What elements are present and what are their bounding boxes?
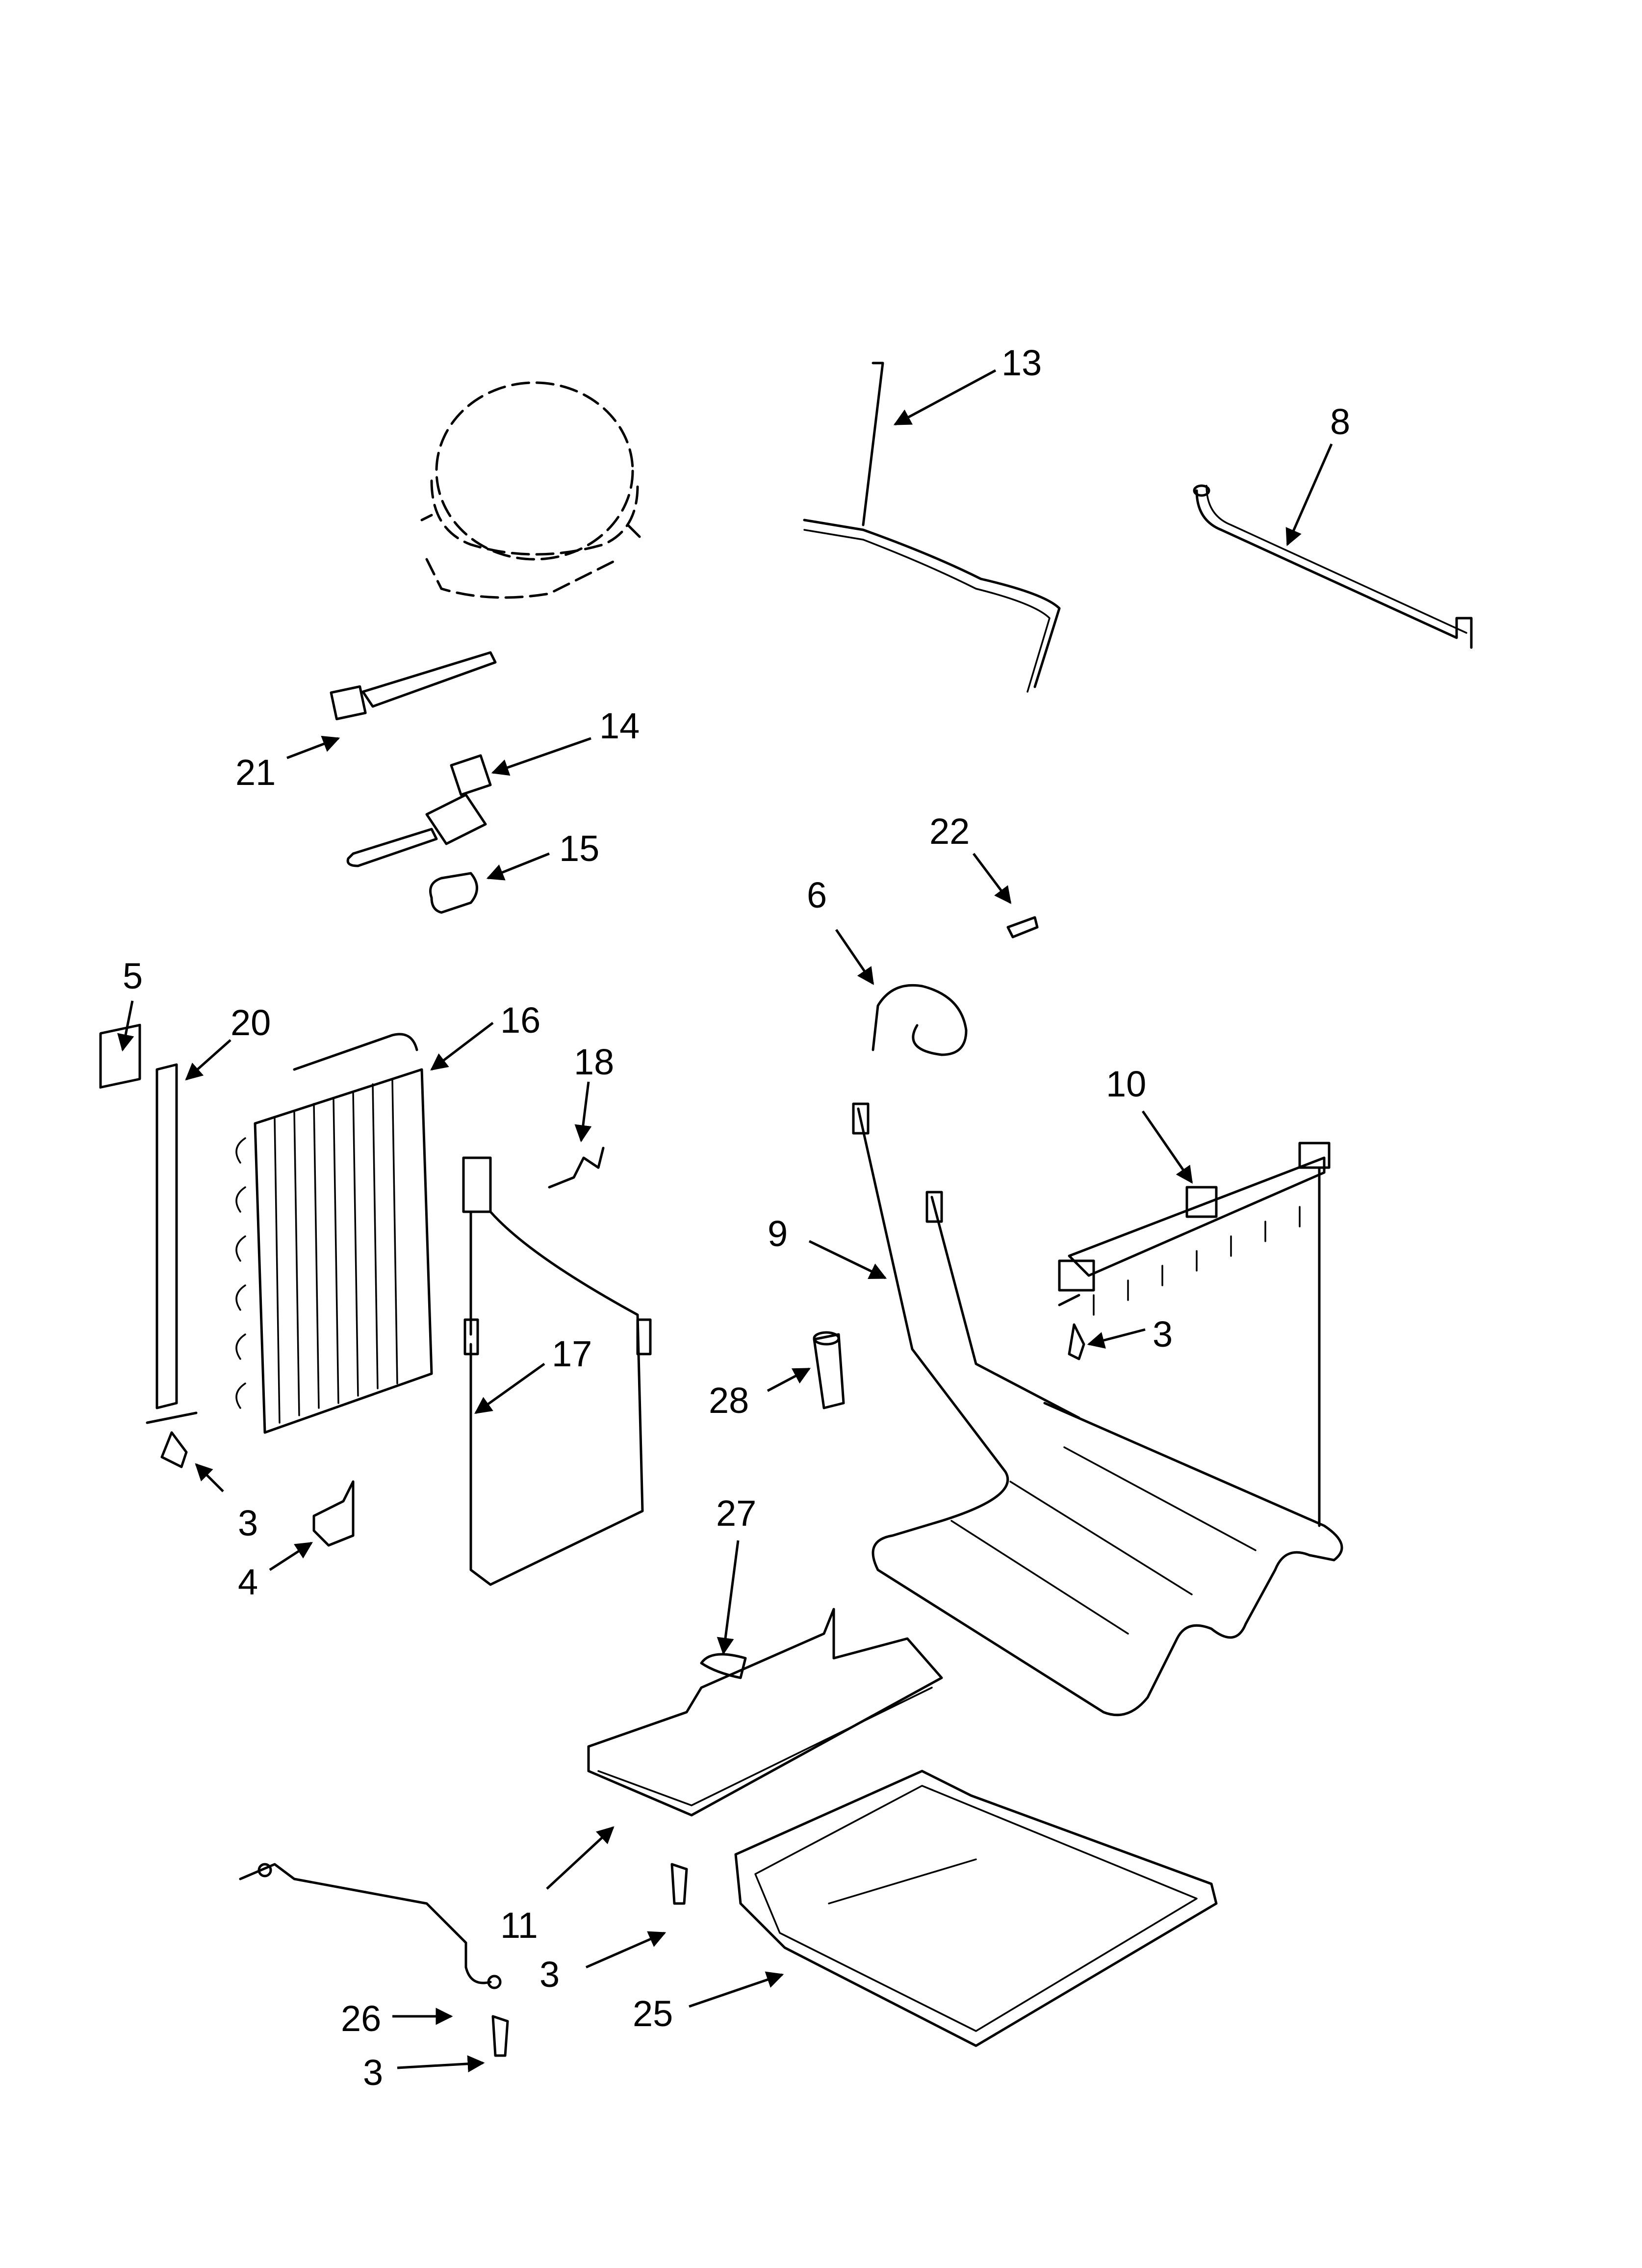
sensor-clip-part	[429, 872, 478, 914]
leader-lines	[117, 369, 1333, 2073]
label-16: 16	[500, 1000, 540, 1041]
label-3c: 3	[539, 1954, 560, 1995]
compressor-outline	[420, 381, 644, 599]
label-3b: 3	[238, 1503, 258, 1543]
label-26: 26	[341, 1998, 381, 2039]
label-25: 25	[633, 1993, 673, 2034]
label-8: 8	[1330, 401, 1350, 442]
evaporator-part	[235, 1033, 433, 1434]
cable-tie-part	[330, 651, 497, 721]
heater-bracket-part	[1058, 1142, 1331, 1316]
screw-part	[670, 1863, 688, 1905]
label-9: 9	[768, 1213, 788, 1254]
thermistor-sensor-part	[346, 754, 492, 867]
label-6: 6	[807, 875, 827, 915]
label-22: 22	[929, 811, 970, 852]
label-10: 10	[1106, 1064, 1146, 1104]
defrost-heater-part	[852, 1102, 1343, 1717]
drain-tube-part	[803, 362, 1061, 693]
bracket-clip-part	[548, 1147, 605, 1189]
mounting-strip-part	[146, 1063, 198, 1424]
small-bracket-part	[312, 1480, 355, 1547]
label-18: 18	[574, 1042, 614, 1082]
tube-coil-part	[872, 984, 968, 1056]
ground-wire-part	[239, 1863, 502, 1989]
label-20: 20	[231, 1002, 271, 1043]
callout-labels: 13 8 21 14 15 22 6 5 20 16 18 10 9 3 17 …	[123, 342, 1350, 2093]
screw-part	[491, 2015, 509, 2057]
label-3d: 3	[363, 2052, 383, 2093]
small-clip-part	[1006, 916, 1039, 938]
label-11: 11	[500, 1905, 538, 1946]
drain-trough-part	[587, 1608, 943, 1817]
label-14: 14	[599, 705, 640, 746]
label-4: 4	[238, 1562, 258, 1602]
drain-pan-part	[734, 1770, 1218, 2047]
defrost-tube-part	[1193, 484, 1473, 649]
label-5: 5	[123, 956, 143, 996]
defrost-heater-harness-part	[462, 1156, 652, 1586]
heater-sleeve-part	[813, 1331, 845, 1409]
rating-label-part	[99, 1023, 141, 1089]
label-17: 17	[552, 1333, 592, 1374]
screw-part	[160, 1431, 188, 1468]
screw-part	[1058, 1294, 1085, 1360]
label-3a: 3	[1153, 1314, 1173, 1355]
label-27: 27	[716, 1493, 756, 1534]
label-15: 15	[559, 828, 599, 869]
label-28: 28	[709, 1380, 749, 1421]
label-21: 21	[235, 752, 276, 793]
label-13: 13	[1001, 342, 1042, 383]
